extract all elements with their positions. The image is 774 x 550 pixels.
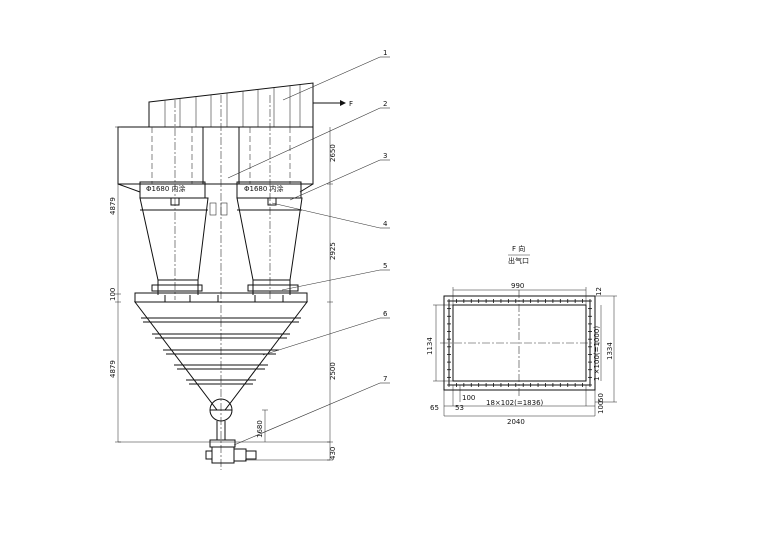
callout-3: 3 [383,152,387,160]
dim-upper-height: 2650 [329,144,337,162]
dim-bottom-left-b: 53 [455,404,464,412]
rotary-valve [205,439,257,464]
dim-flange: 100 [109,288,117,301]
dim-bottom-small: 100 [462,394,475,402]
dim-bottom-right-b: 100 [597,401,605,414]
cyclone-left [139,197,209,295]
f-view: F 向 出气口 990 12 1134 1 ×100(=1000) 1 [426,244,617,426]
cyclone-right [236,197,303,295]
upper-casing [117,95,314,470]
cone-hopper [133,301,309,440]
dim-cone-lower: 2500 [329,362,337,380]
dim-left-total: 4879 [109,197,117,215]
dim-cone-height: 4879 [109,360,117,378]
inlet-label-right: Φ1680 内涂 [244,184,284,193]
section-marker: F [349,100,353,108]
inlet-label-left: Φ1680 内涂 [146,184,186,193]
dim-top-width: 990 [511,282,524,290]
elevation-view: Φ1680 内涂 Φ1680 内涂 [109,49,390,470]
view-subtitle: 出气口 [508,256,529,265]
elevation-dimensions: 2650 4879 2925 100 4879 2500 1680 430 [109,126,337,461]
dim-top-right: 12 [595,287,603,296]
dim-left-height: 1134 [426,337,434,355]
bolt-holes [447,299,592,387]
callout-leaders: 1 2 3 4 5 6 7 [227,49,390,446]
callout-7: 7 [383,375,387,383]
dim-bottom-left-a: 65 [430,404,439,412]
section-arrow-f: F [313,100,353,108]
dim-overall-width: 2040 [507,418,525,426]
f-view-dimensions: 990 12 1134 1 ×100(=1000) 1334 100 65 53… [426,282,617,426]
dim-right-inner: 1 ×100(=1000) [593,326,601,381]
dim-bottom: 430 [329,447,337,460]
callout-2: 2 [383,100,387,108]
dim-right-outer: 1334 [606,342,614,360]
inclined-hood [148,82,314,128]
dim-bottom-right: 50 [597,393,605,402]
dim-outlet-height: 1680 [256,420,264,438]
view-title: F 向 [512,244,525,253]
callout-1: 1 [383,49,387,57]
dim-cyclone-height: 2925 [329,242,337,260]
dim-bottom-pitch: 18×102(=1836) [486,399,544,407]
callout-6: 6 [383,310,388,318]
callout-5: 5 [383,262,387,270]
callout-4: 4 [383,220,388,228]
